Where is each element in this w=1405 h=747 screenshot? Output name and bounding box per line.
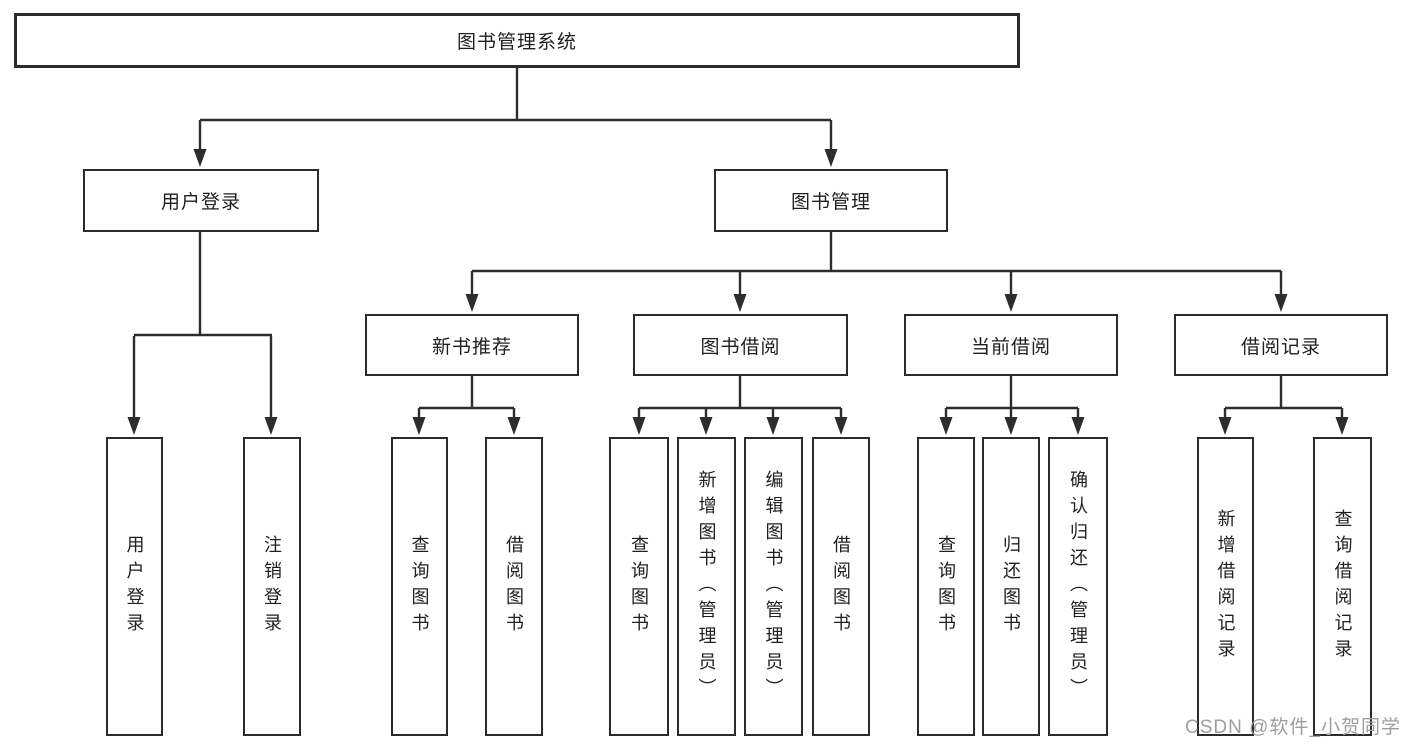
- leaf-records-add-record: 新增借阅记录: [1197, 437, 1254, 736]
- csdn-watermark: CSDN @软件_小贺同学: [1185, 717, 1401, 738]
- node-book-borrowing: 图书借阅: [633, 314, 848, 376]
- leaf-borrowing-add-books-admin-label: 新增图书（管理员）: [696, 469, 717, 704]
- leaf-borrowing-query-books-label: 查询图书: [629, 534, 649, 639]
- node-user-login: 用户登录: [83, 169, 319, 232]
- leaf-records-add-record-label: 新增借阅记录: [1215, 508, 1236, 665]
- leaf-logout: 注销登录: [243, 437, 301, 736]
- leaf-newbook-borrow-books-label: 借阅图书: [504, 534, 524, 639]
- leaf-borrowing-borrow-books-label: 借阅图书: [831, 534, 851, 639]
- leaf-user-login-label: 用户登录: [124, 534, 145, 639]
- leaf-borrowing-edit-books-admin: 编辑图书（管理员）: [744, 437, 803, 736]
- leaf-records-query-record: 查询借阅记录: [1313, 437, 1372, 736]
- node-system-root: 图书管理系统: [14, 13, 1020, 68]
- leaf-current-return-books: 归还图书: [982, 437, 1040, 736]
- leaf-current-return-books-label: 归还图书: [1001, 534, 1021, 639]
- leaf-user-login: 用户登录: [106, 437, 163, 736]
- leaf-borrowing-query-books: 查询图书: [609, 437, 669, 736]
- leaf-current-confirm-return-admin-label: 确认归还（管理员）: [1068, 469, 1088, 704]
- node-borrow-records: 借阅记录: [1174, 314, 1388, 376]
- leaf-borrowing-borrow-books: 借阅图书: [812, 437, 870, 736]
- leaf-logout-label: 注销登录: [262, 534, 282, 639]
- leaf-current-confirm-return-admin: 确认归还（管理员）: [1048, 437, 1108, 736]
- node-current-borrowing: 当前借阅: [904, 314, 1118, 376]
- leaf-borrowing-edit-books-admin-label: 编辑图书（管理员）: [763, 469, 784, 704]
- leaf-borrowing-add-books-admin: 新增图书（管理员）: [677, 437, 736, 736]
- leaf-newbook-borrow-books: 借阅图书: [485, 437, 543, 736]
- leaf-current-query-books-label: 查询图书: [936, 534, 956, 639]
- leaf-newbook-query-books: 查询图书: [391, 437, 448, 736]
- leaf-newbook-query-books-label: 查询图书: [409, 534, 430, 639]
- node-book-management: 图书管理: [714, 169, 948, 232]
- leaf-records-query-record-label: 查询借阅记录: [1332, 508, 1353, 665]
- node-new-book-recommend: 新书推荐: [365, 314, 579, 376]
- leaf-current-query-books: 查询图书: [917, 437, 975, 736]
